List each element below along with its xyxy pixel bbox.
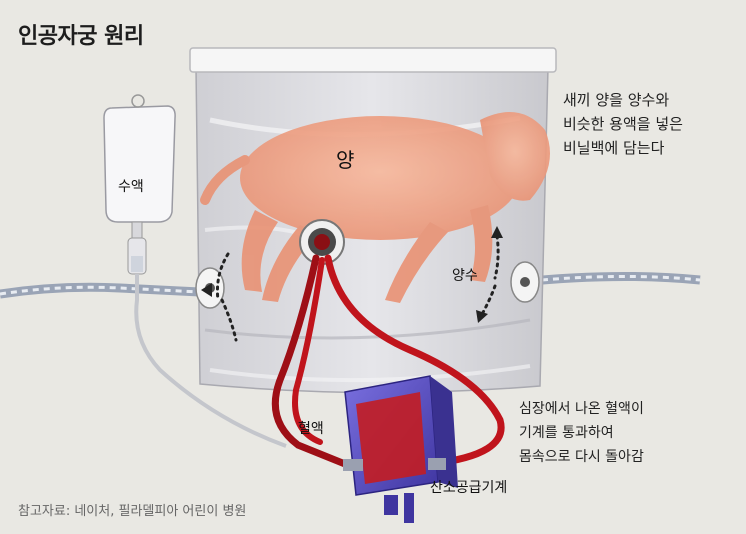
iv-bag-label: 수액 bbox=[118, 176, 144, 196]
iv-bag bbox=[104, 95, 175, 238]
blood-flow-note: 심장에서 나온 혈액이 기계를 통과하여 몸속으로 다시 돌아감 bbox=[519, 397, 644, 469]
source-credit: 참고자료: 네이처, 필라델피아 어린이 병원 bbox=[18, 500, 246, 519]
bag-seal-strip bbox=[190, 48, 556, 72]
lamb-label: 양 bbox=[336, 144, 354, 173]
diagram-title: 인공자궁 원리 bbox=[18, 18, 144, 50]
bag-description-note: 새끼 양을 양수와 비슷한 용액을 넣은 비닐백에 담는다 bbox=[563, 88, 683, 160]
oxygenator-label: 산소공급기계 bbox=[430, 477, 507, 497]
oxygenator-device bbox=[343, 376, 458, 523]
iv-drip-chamber bbox=[128, 238, 146, 274]
blood-label: 혈액 bbox=[298, 418, 324, 438]
fluid-port-right bbox=[511, 262, 539, 302]
amniotic-fluid-label: 양수 bbox=[452, 265, 478, 285]
